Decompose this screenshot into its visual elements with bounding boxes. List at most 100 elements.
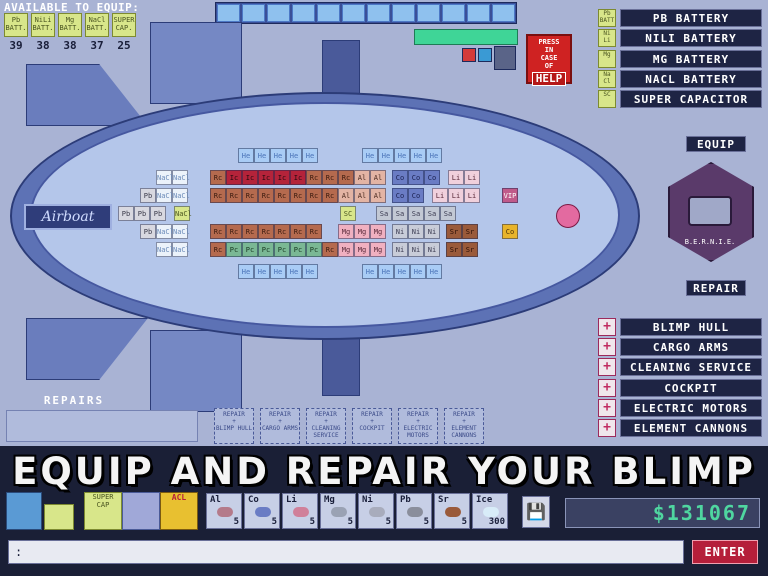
cargo-slot[interactable]: Li	[464, 188, 480, 203]
cargo-slot[interactable]: Al	[354, 170, 370, 185]
acl-tool[interactable]: ACL	[160, 492, 198, 530]
repair-option-cockpit[interactable]: + COCKPIT	[598, 379, 764, 397]
cargo-slot[interactable]: He	[286, 148, 302, 163]
cargo-slot[interactable]: Pc	[226, 242, 242, 257]
cargo-slot[interactable]: He	[254, 264, 270, 279]
cargo-slot[interactable]: Rc	[210, 170, 226, 185]
cargo-slot[interactable]: Rc	[306, 170, 322, 185]
element-cannon[interactable]	[556, 204, 580, 228]
repair-slot-element-cannons[interactable]: REPAIR + ELEMENT CANNONS	[444, 408, 484, 444]
repair-slot-cleaning-service[interactable]: REPAIR + CLEANING SERVICE	[306, 408, 346, 444]
cargo-slot[interactable]: He	[426, 264, 442, 279]
cargo-slot[interactable]: He	[362, 264, 378, 279]
battery-option-nili[interactable]: Ni Li NILI BATTERY	[598, 29, 764, 47]
cargo-slot[interactable]: Rc	[210, 188, 226, 203]
cargo-slot[interactable]: NaCl	[156, 188, 174, 203]
cargo-slot[interactable]: Sa	[424, 206, 440, 221]
cargo-slot[interactable]: Ni	[392, 224, 408, 239]
available-nacl-battery[interactable]: NaCl BATT.	[85, 13, 109, 37]
cargo-slot[interactable]: Rc	[322, 188, 338, 203]
cargo-slot[interactable]: Ic	[242, 170, 258, 185]
cargo-slot[interactable]: He	[410, 264, 426, 279]
cargo-slot[interactable]: Pc	[274, 242, 290, 257]
battery-option-mg[interactable]: Mg MG BATTERY	[598, 50, 764, 68]
available-nili-battery[interactable]: NiLi BATT.	[31, 13, 55, 37]
cargo-slot[interactable]: Al	[338, 188, 354, 203]
cargo-slot[interactable]: Sa	[440, 206, 456, 221]
control-button-blue[interactable]	[478, 48, 492, 62]
cargo-slot[interactable]: Pb	[134, 206, 150, 221]
cargo-slot[interactable]: Pc	[306, 242, 322, 257]
cleaning-tool-icon[interactable]	[122, 492, 160, 530]
cargo-slot[interactable]: SC	[340, 206, 356, 221]
cargo-slot[interactable]: Pc	[242, 242, 258, 257]
cargo-slot[interactable]: Mg	[338, 242, 354, 257]
cargo-slot[interactable]: Sr	[462, 242, 478, 257]
cargo-slot[interactable]: Pb	[140, 188, 156, 203]
cargo-slot[interactable]: He	[302, 264, 318, 279]
cargo-slot[interactable]: Rc	[290, 224, 306, 239]
repair-option-electric-motors[interactable]: + ELECTRIC MOTORS	[598, 399, 764, 417]
cargo-slot[interactable]: Ni	[408, 224, 424, 239]
cargo-slot[interactable]: NaCl	[172, 170, 190, 185]
cargo-slot[interactable]: He	[394, 148, 410, 163]
cargo-slot[interactable]: He	[254, 148, 270, 163]
cargo-slot[interactable]: Ic	[258, 170, 274, 185]
cargo-slot[interactable]: Rc	[322, 170, 338, 185]
cargo-slot[interactable]: He	[426, 148, 442, 163]
cargo-slot[interactable]: NaCl	[172, 224, 190, 239]
cargo-slot[interactable]: He	[286, 264, 302, 279]
cargo-slot[interactable]: He	[270, 148, 286, 163]
cargo-slot[interactable]: He	[410, 148, 426, 163]
command-input[interactable]: :	[8, 540, 684, 564]
cargo-slot[interactable]: Rc	[306, 224, 322, 239]
cargo-slot[interactable]: Mg	[370, 224, 386, 239]
super-cap-tool[interactable]: SUPER CAP	[84, 492, 122, 530]
repair-option-blimp-hull[interactable]: + BLIMP HULL	[598, 318, 764, 336]
cargo-slot[interactable]: Sa	[408, 206, 424, 221]
cargo-slot[interactable]: He	[270, 264, 286, 279]
cargo-slot[interactable]: Mg	[338, 224, 354, 239]
battery-option-super-capacitor[interactable]: SC SUPER CAPACITOR	[598, 90, 764, 108]
available-super-cap[interactable]: SUPER CAP.	[112, 13, 136, 37]
available-mg-battery[interactable]: Mg BATT.	[58, 13, 82, 37]
cargo-slot[interactable]: He	[238, 264, 254, 279]
battery-option-nacl[interactable]: Na Cl NACL BATTERY	[598, 70, 764, 88]
cargo-slot[interactable]: Sa	[376, 206, 392, 221]
repair-option-element-cannons[interactable]: + ELEMENT CANNONS	[598, 419, 764, 437]
cargo-slot[interactable]: Al	[354, 188, 370, 203]
cargo-slot[interactable]: NaCl	[156, 224, 174, 239]
cargo-slot[interactable]: Co	[408, 188, 424, 203]
cargo-slot[interactable]: He	[394, 264, 410, 279]
repair-option-cargo-arms[interactable]: + CARGO ARMS	[598, 338, 764, 356]
cargo-slot[interactable]: Rc	[242, 188, 258, 203]
repair-option-cleaning-service[interactable]: + CLEANING SERVICE	[598, 358, 764, 376]
repair-button[interactable]: REPAIR	[686, 280, 746, 296]
cargo-slot[interactable]: Rc	[242, 224, 258, 239]
cargo-slot[interactable]: Mg	[370, 242, 386, 257]
cargo-slot[interactable]: Li	[432, 188, 448, 203]
cargo-slot[interactable]: Rc	[210, 224, 226, 239]
cargo-slot[interactable]: Ni	[424, 224, 440, 239]
cargo-slot[interactable]: Pb	[150, 206, 166, 221]
cargo-slot[interactable]: Co	[392, 188, 408, 203]
cargo-slot[interactable]: Li	[448, 170, 464, 185]
cargo-slot[interactable]: He	[362, 148, 378, 163]
cargo-slot[interactable]: NaCl	[156, 170, 174, 185]
cargo-slot[interactable]: He	[238, 148, 254, 163]
cargo-slot[interactable]: Rc	[274, 224, 290, 239]
cargo-slot[interactable]: Li	[448, 188, 464, 203]
repair-slot-cargo-arms[interactable]: REPAIR + CARGO ARMS	[260, 408, 300, 444]
cargo-slot[interactable]: Sr	[446, 224, 462, 239]
cargo-slot[interactable]: Co	[392, 170, 408, 185]
save-icon[interactable]: 💾	[522, 496, 550, 528]
cargo-slot[interactable]: Rc	[290, 188, 306, 203]
enter-button[interactable]: ENTER	[692, 540, 758, 564]
cargo-slot[interactable]: Rc	[258, 188, 274, 203]
